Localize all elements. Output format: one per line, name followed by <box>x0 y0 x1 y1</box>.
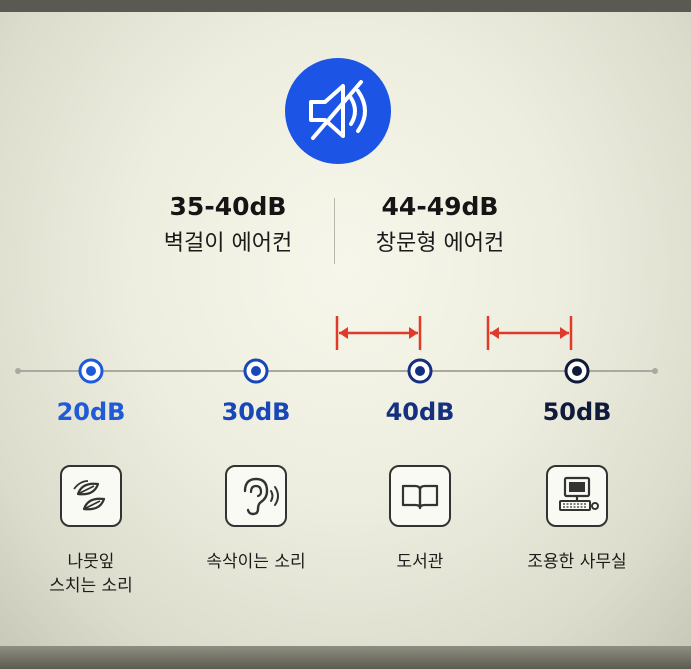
ear-icon <box>225 465 287 527</box>
computer-icon <box>546 465 608 527</box>
scale-end-left <box>15 368 21 374</box>
db-label-20: 20dB <box>56 398 126 426</box>
book-icon <box>389 465 451 527</box>
leaves-icon <box>60 465 122 527</box>
caption-20db-line1: 나뭇잎 <box>67 552 115 572</box>
wall-aircon-block: 35-40dB 벽걸이 에어컨 <box>118 190 338 260</box>
wall-aircon-label: 벽걸이 에어컨 <box>163 231 293 256</box>
scale-marker-50db <box>564 358 590 384</box>
scale-marker-40db <box>407 358 433 384</box>
range-bracket-window <box>486 316 573 350</box>
window-aircon-label: 창문형 에어컨 <box>375 231 505 256</box>
caption-40db: 도서관 <box>345 550 495 574</box>
bottom-border <box>0 646 691 669</box>
scale-marker-20db <box>78 358 104 384</box>
scale-end-right <box>652 368 658 374</box>
caption-50db-line1: 조용한 사무실 <box>527 552 627 572</box>
scale-marker-30db <box>243 358 269 384</box>
caption-30db-line1: 속삭이는 소리 <box>206 552 306 572</box>
speaker-muted-icon <box>285 58 391 164</box>
db-label-40: 40dB <box>385 398 455 426</box>
column-divider <box>334 198 335 264</box>
caption-40db-line1: 도서관 <box>396 552 444 572</box>
caption-50db: 조용한 사무실 <box>502 550 652 574</box>
caption-20db-line2: 스치는 소리 <box>49 576 133 596</box>
wall-aircon-db: 35-40dB <box>169 192 287 221</box>
caption-20db: 나뭇잎 스치는 소리 <box>16 550 166 598</box>
top-border <box>0 0 691 12</box>
db-label-30: 30dB <box>221 398 291 426</box>
db-label-50: 50dB <box>542 398 612 426</box>
caption-30db: 속삭이는 소리 <box>181 550 331 574</box>
window-aircon-db: 44-49dB <box>381 192 499 221</box>
decibel-scale <box>15 316 658 384</box>
range-bracket-wall <box>335 316 422 350</box>
window-aircon-block: 44-49dB 창문형 에어컨 <box>330 190 550 260</box>
